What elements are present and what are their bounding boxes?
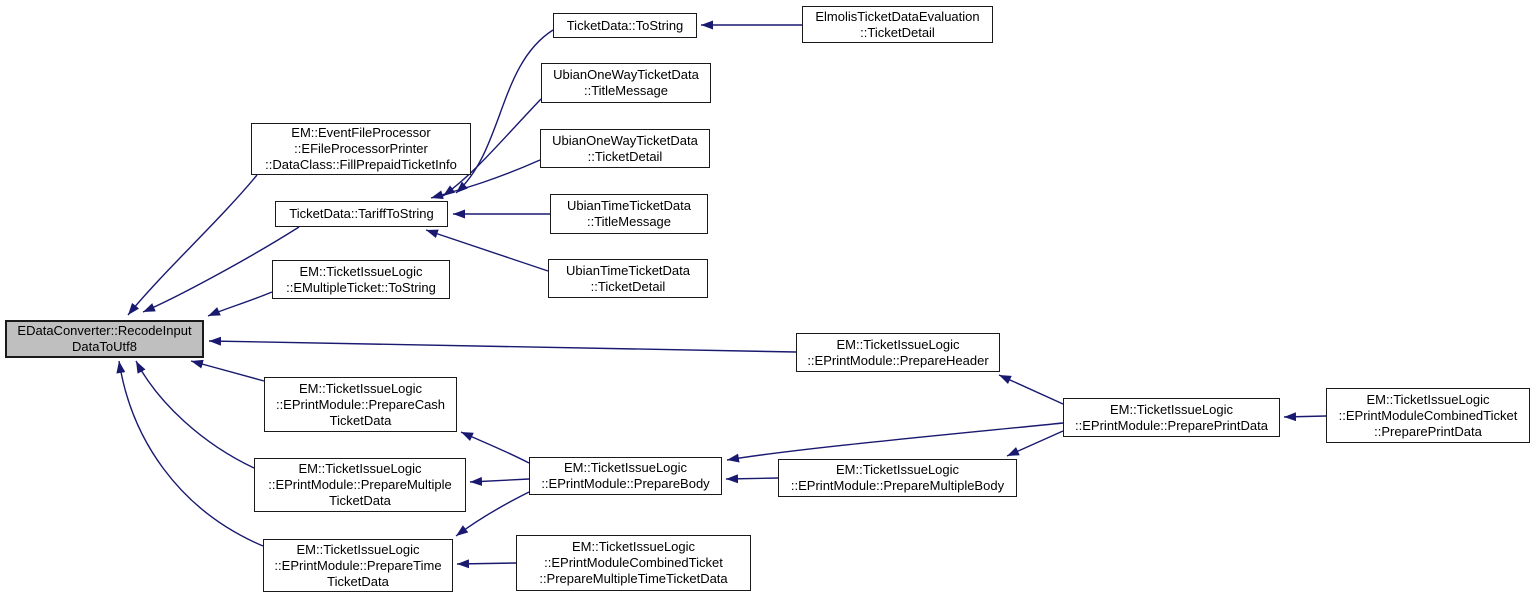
- node-label: ::TicketDetail: [860, 24, 935, 40]
- node-label: ::TitleMessage: [586, 214, 672, 229]
- node-label: ::EPrintModuleCombinedTicket: [544, 555, 723, 570]
- edge-emultiple-to-recode: [207, 291, 273, 317]
- node-label: ::TicketDetail: [590, 278, 666, 294]
- node-label: EM::TicketIssueLogic: [835, 462, 960, 477]
- node-emultipleticket-tostring[interactable]: EM::TicketIssueLogic ::EMultipleTicket::…: [272, 260, 450, 299]
- node-label: DataToUtf8: [71, 339, 138, 354]
- node-prepare-body[interactable]: EM::TicketIssueLogic ::EPrintModule::Pre…: [529, 457, 722, 495]
- node-prepare-print-data[interactable]: EM::TicketIssueLogic ::EPrintModule::Pre…: [1063, 398, 1280, 437]
- node-label: EM::TicketIssueLogic: [298, 461, 422, 476]
- node-recode-input-data-to-utf8[interactable]: EDataConverter::RecodeInput DataToUtf8: [5, 320, 204, 358]
- edge-ubianoneway-title-to-tariff: [442, 98, 542, 197]
- node-label: ::EPrintModule::PrepareTime: [274, 557, 442, 573]
- node-label: EM::TicketIssueLogic: [298, 380, 423, 396]
- node-label: ::DataClass::FillPrepaidTicketInfo: [265, 157, 457, 172]
- node-label: TicketData: [327, 573, 389, 589]
- node-label: ::EPrintModule::PrepareMultiple: [268, 477, 452, 492]
- node-label: ::EPrintModuleCombinedTicket: [1338, 407, 1518, 423]
- edge-ubianoneway-detail-to-tariff: [430, 159, 541, 200]
- node-ticketdata-tostring[interactable]: TicketData::ToString: [553, 13, 697, 38]
- node-ubianoneway-ticketdetail[interactable]: UbianOneWayTicketData ::TicketDetail: [540, 129, 710, 168]
- node-ubianoneway-titlemessage[interactable]: UbianOneWayTicketData ::TitleMessage: [541, 63, 711, 103]
- edge-ubiantime-detail-to-tariff: [425, 229, 549, 272]
- node-label: ::TitleMessage: [583, 83, 669, 98]
- edge-preparemultiple-to-recode: [135, 360, 255, 469]
- node-label: TicketData: [329, 493, 391, 508]
- node-label: EM::EventFileProcessor: [291, 125, 431, 140]
- node-label: EM::TicketIssueLogic: [299, 263, 423, 279]
- edge-preparemultipletime-to-preparetime: [456, 559, 517, 569]
- node-prepare-multiple-ticket-data[interactable]: EM::TicketIssueLogic ::EPrintModule::Pre…: [254, 458, 466, 512]
- node-prepare-time-ticket-data[interactable]: EM::TicketIssueLogic ::EPrintModule::Pre…: [263, 539, 453, 592]
- node-label: ::EMultipleTicket::ToString: [286, 279, 436, 295]
- edge-preparecash-to-recode: [190, 359, 265, 382]
- node-label: TicketData::TariffToString: [289, 206, 434, 221]
- node-label: ::EPrintModule::PrepareCash: [275, 396, 446, 412]
- node-ticketdata-tarifftostring[interactable]: TicketData::TariffToString: [275, 201, 448, 227]
- node-fill-prepaid-ticket-info[interactable]: EM::EventFileProcessor ::EFileProcessorP…: [251, 123, 471, 175]
- node-label: UbianTimeTicketData: [566, 198, 692, 213]
- node-label: EM::TicketIssueLogic: [1366, 391, 1490, 407]
- node-ubiantime-titlemessage[interactable]: UbianTimeTicketData ::TitleMessage: [550, 194, 708, 234]
- node-combined-prepare-print-data[interactable]: EM::TicketIssueLogic ::EPrintModuleCombi…: [1326, 388, 1530, 443]
- node-prepare-cash-ticket-data[interactable]: EM::TicketIssueLogic ::EPrintModule::Pre…: [264, 377, 457, 432]
- edge-preparebody-to-preparemultiple: [469, 476, 530, 486]
- edge-tostring-to-tarifftostring: [455, 29, 554, 194]
- edge-preparebody-to-preparetime: [455, 491, 530, 537]
- edge-prepareprintdata-to-preparebody: [726, 422, 1064, 463]
- node-label: ::TicketDetail: [587, 148, 663, 164]
- node-label: ::EPrintModule::PrepareHeader: [807, 352, 989, 368]
- node-label: EM::TicketIssueLogic: [296, 541, 420, 557]
- edge-combined-to-prepareprintdata: [1283, 412, 1327, 422]
- edge-prepareprintdata-to-prepareheader: [998, 374, 1064, 405]
- node-prepare-multiple-body[interactable]: EM::TicketIssueLogic ::EPrintModule::Pre…: [778, 459, 1017, 497]
- edge-prepareprintdata-to-preparemultiplebody: [1006, 430, 1064, 457]
- node-label: EM::TicketIssueLogic: [836, 336, 960, 352]
- edge-preparebody-to-preparecash: [460, 431, 530, 464]
- node-label: ::PrepareMultipleTimeTicketData: [539, 571, 728, 586]
- node-label: UbianOneWayTicketData: [552, 132, 698, 148]
- node-label: TicketData::ToString: [566, 17, 684, 33]
- node-label: UbianOneWayTicketData: [553, 67, 699, 82]
- node-ubiantime-ticketdetail[interactable]: UbianTimeTicketData ::TicketDetail: [548, 259, 708, 298]
- edge-prepareheader-to-recode: [208, 336, 797, 353]
- node-label: ::EPrintModule::PreparePrintData: [1075, 417, 1268, 433]
- edge-tariff-to-recode: [142, 226, 300, 313]
- node-label: EDataConverter::RecodeInput: [17, 323, 192, 338]
- node-elmolis-ticketdetail[interactable]: ElmolisTicketDataEvaluation ::TicketDeta…: [802, 6, 993, 43]
- node-label: ElmolisTicketDataEvaluation: [815, 8, 980, 24]
- edge-preparemultiplebody-to-preparebody: [725, 474, 779, 484]
- node-label: TicketData: [329, 412, 392, 428]
- node-prepare-header[interactable]: EM::TicketIssueLogic ::EPrintModule::Pre…: [796, 333, 1000, 372]
- node-label: ::EFileProcessorPrinter: [294, 141, 428, 156]
- edge-fillprepaid-to-recode: [127, 174, 258, 316]
- node-label: ::EPrintModule::PrepareBody: [541, 476, 710, 491]
- node-label: EM::TicketIssueLogic: [563, 460, 688, 475]
- node-label: EM::TicketIssueLogic: [1109, 401, 1234, 417]
- node-label: UbianTimeTicketData: [565, 262, 691, 278]
- node-label: EM::TicketIssueLogic: [571, 539, 696, 554]
- node-prepare-multiple-time-ticket-data[interactable]: EM::TicketIssueLogic ::EPrintModuleCombi…: [516, 535, 751, 591]
- node-label: ::EPrintModule::PrepareMultipleBody: [790, 478, 1005, 493]
- edge-preparetime-to-recode: [116, 360, 264, 547]
- node-label: ::PreparePrintData: [1374, 423, 1482, 439]
